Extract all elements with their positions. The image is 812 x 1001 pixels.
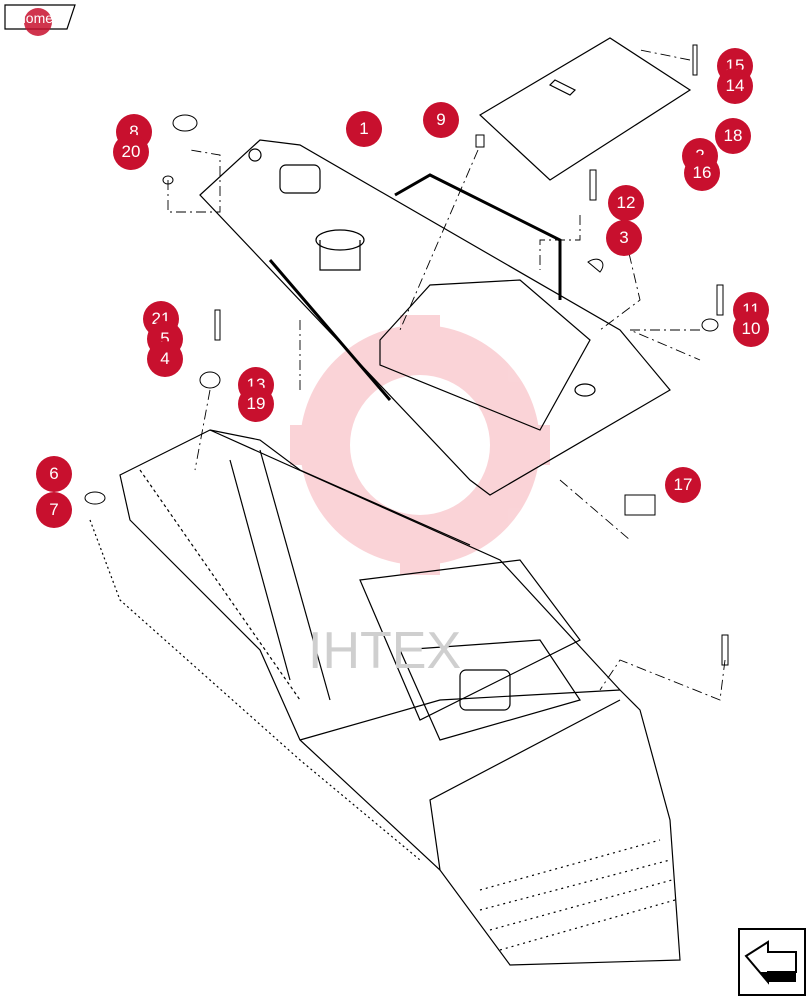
next-page-arrow-icon: [738, 928, 806, 996]
watermark-text: IHTEX: [308, 622, 461, 680]
next-page-button[interactable]: [738, 928, 806, 996]
watermark-gear-icon: [290, 315, 550, 575]
callout-6[interactable]: 6: [36, 456, 72, 492]
callout-18[interactable]: 18: [715, 118, 751, 154]
callout-7[interactable]: 7: [36, 492, 72, 528]
callout-1[interactable]: 1: [346, 111, 382, 147]
callout-9[interactable]: 9: [423, 102, 459, 138]
callout-4[interactable]: 4: [147, 341, 183, 377]
callout-12[interactable]: 12: [608, 185, 644, 221]
home-button[interactable]: home: [4, 4, 76, 36]
top-panel: [479, 37, 692, 181]
callout-16[interactable]: 16: [684, 155, 720, 191]
callout-10[interactable]: 10: [733, 311, 769, 347]
front-hood: [89, 429, 681, 966]
callout-3[interactable]: 3: [606, 220, 642, 256]
callout-20[interactable]: 20: [113, 134, 149, 170]
home-dot-icon: [24, 8, 52, 36]
home-label: home: [18, 10, 54, 26]
callout-19[interactable]: 19: [238, 386, 274, 422]
cover-plate: [199, 139, 671, 496]
callout-14[interactable]: 14: [717, 68, 753, 104]
callout-17[interactable]: 17: [665, 467, 701, 503]
